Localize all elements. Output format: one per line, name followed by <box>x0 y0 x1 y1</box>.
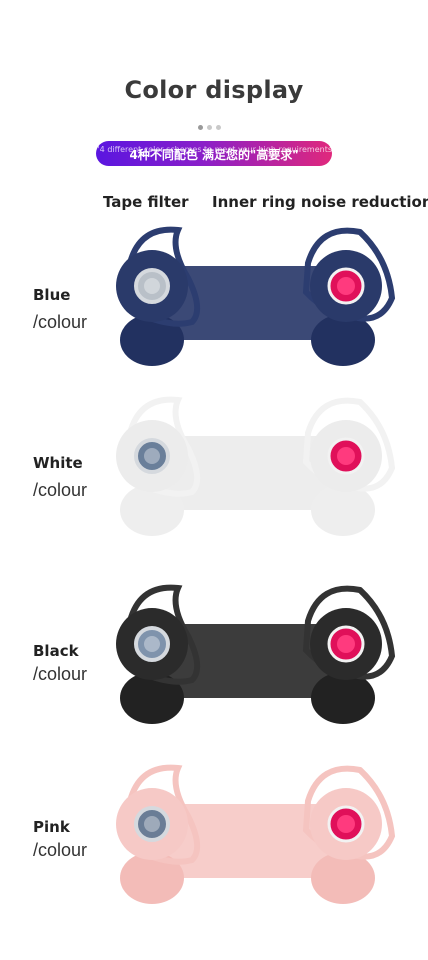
right-eartip <box>311 672 375 724</box>
variant-color-name: Blue <box>33 286 71 304</box>
variant-colour-suffix: /colour <box>33 840 88 860</box>
inner-ring-label: Inner ring noise reduction <box>212 193 428 211</box>
right-eartip <box>311 852 375 904</box>
variant-row-white: White /colour <box>0 388 428 548</box>
banner-chinese-text: 4种不同配色 满足您的"高要求" <box>129 148 299 162</box>
earplug-product-image <box>116 226 396 366</box>
filter-highlight <box>144 278 160 294</box>
left-eartip <box>120 484 184 536</box>
tape-filter-disc <box>134 806 170 842</box>
tape-filter-label: Tape filter <box>103 193 189 211</box>
left-eartip <box>120 314 184 366</box>
filter-highlight <box>144 636 160 652</box>
carousel-dot[interactable] <box>216 125 221 130</box>
left-eartip <box>120 852 184 904</box>
earplug-product-image <box>116 584 396 724</box>
carousel-dot[interactable] <box>207 125 212 130</box>
ring-center <box>337 815 355 833</box>
tape-filter-disc <box>134 626 170 662</box>
left-eartip <box>120 672 184 724</box>
filter-highlight <box>144 448 160 464</box>
promo-banner: "4 different color schemes to meet your … <box>96 141 332 166</box>
right-eartip <box>311 314 375 366</box>
tape-filter-disc <box>134 268 170 304</box>
filter-highlight <box>144 816 160 832</box>
right-eartip <box>311 484 375 536</box>
earplug-product-image <box>116 396 396 536</box>
variant-row-blue: Blue /colour <box>0 218 428 378</box>
tape-filter-disc <box>134 438 170 474</box>
banner-english-text: "4 different color schemes to meet your … <box>96 145 332 154</box>
carousel-dots <box>198 125 221 130</box>
variant-row-pink: Pink /colour <box>0 756 428 916</box>
variant-colour-suffix: /colour <box>33 312 88 332</box>
page-title: Color display <box>124 76 304 104</box>
ring-center <box>337 447 355 465</box>
carousel-dot-active[interactable] <box>198 125 203 130</box>
variant-color-name: Black <box>33 642 79 660</box>
variant-colour-suffix: /colour <box>33 664 88 684</box>
earplug-product-image <box>116 764 396 904</box>
ring-center <box>337 635 355 653</box>
ring-center <box>337 277 355 295</box>
variant-color-name: Pink <box>33 818 70 836</box>
variant-color-name: White <box>33 454 83 472</box>
variant-row-black: Black /colour <box>0 576 428 736</box>
variant-colour-suffix: /colour <box>33 480 88 500</box>
